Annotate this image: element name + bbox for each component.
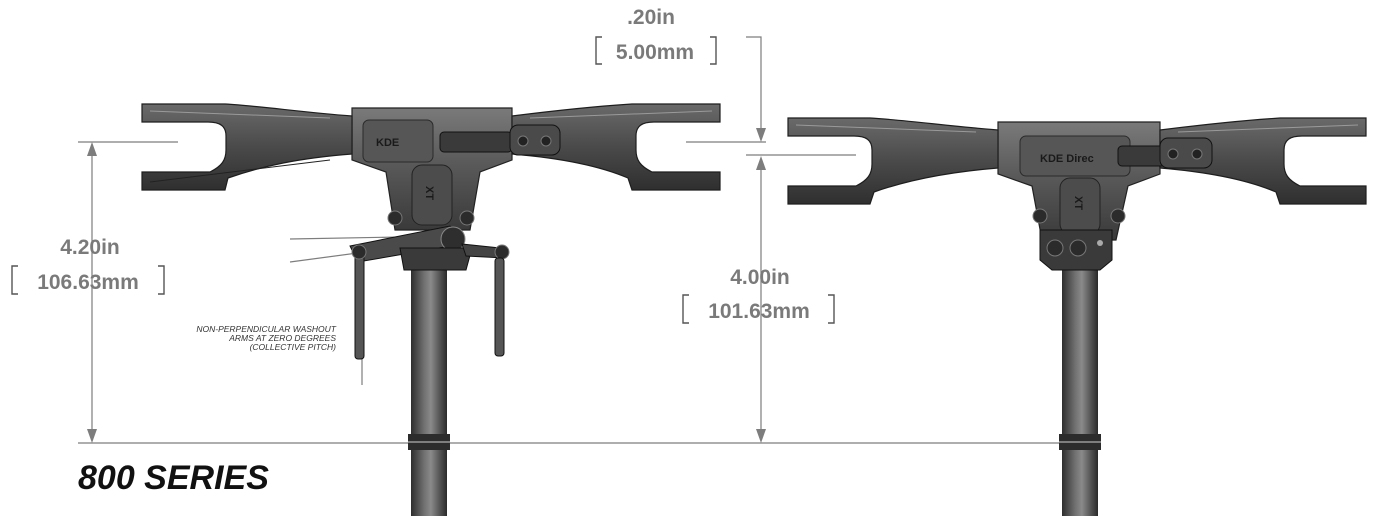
right-link-bolt-1 xyxy=(1167,148,1179,160)
left-grip-right-edge-top xyxy=(529,110,713,119)
left-grip-left xyxy=(141,103,353,191)
left-height-arrow-top xyxy=(87,142,97,156)
left-link-arm xyxy=(439,131,513,153)
dimension-lines xyxy=(78,36,1095,444)
right-mm-bracket-left xyxy=(682,294,689,324)
left-grip-left-edge-bottom xyxy=(149,159,331,183)
left-pitch-link-left-ball xyxy=(351,244,367,260)
right-height-dimension: 4.00in 101.63mm xyxy=(682,266,835,324)
left-hub-brand-text: KDE xyxy=(376,137,399,149)
washout-note-line-1: NON-PERPENDICULAR WASHOUT xyxy=(196,324,336,334)
left-link-bolt-2 xyxy=(540,135,552,147)
right-link-bolt-2 xyxy=(1191,148,1203,160)
left-grip-left-edge-top xyxy=(149,110,331,119)
left-link-ball xyxy=(509,124,561,156)
left-hub-center-plate xyxy=(362,119,434,163)
washout-note-line-3: (COLLECTIVE PITCH) xyxy=(250,342,337,352)
left-washout-base xyxy=(399,247,473,271)
left-height-mm-label: 106.63mm xyxy=(37,271,139,294)
right-hub-side-bolt-2 xyxy=(1110,208,1126,224)
right-hub-bolt-2 xyxy=(1069,239,1087,257)
right-height-arrow-bottom xyxy=(756,429,766,443)
left-hub-bolt-2 xyxy=(459,210,475,226)
right-hub-vertical-text: XT xyxy=(1072,196,1084,210)
right-rotor-head: KDE Direc XT xyxy=(787,117,1367,516)
right-grip-left-edge-top xyxy=(795,124,977,133)
right-hub-bolt-1 xyxy=(1046,239,1064,257)
left-pitch-link-right xyxy=(494,257,505,357)
series-label: 800 SERIES xyxy=(78,459,269,497)
offset-leader-line xyxy=(746,36,762,138)
left-pitch-link-left xyxy=(354,254,365,360)
left-height-arrow-bottom xyxy=(87,429,97,443)
left-hub-vertical-text: XT xyxy=(423,186,435,200)
right-height-mm-label: 101.63mm xyxy=(708,300,810,323)
left-grip-right xyxy=(511,103,721,191)
right-height-inch-label: 4.00in xyxy=(730,266,790,289)
left-main-shaft xyxy=(411,262,447,516)
offset-mm-bracket-left xyxy=(595,36,602,65)
washout-note-line-2: ARMS AT ZERO DEGREES xyxy=(228,333,336,343)
right-grip-right-edge-top xyxy=(1177,124,1359,133)
left-mm-bracket-left xyxy=(11,265,18,295)
offset-mm-bracket-right xyxy=(710,36,717,65)
right-height-arrow-top xyxy=(756,156,766,170)
right-hub-side-bolt-1 xyxy=(1032,208,1048,224)
offset-mm-label: 5.00mm xyxy=(616,41,694,64)
left-hub-bolt-1 xyxy=(387,210,403,226)
right-grip-left xyxy=(787,117,999,205)
offset-arrow xyxy=(756,128,766,142)
right-grip-right xyxy=(1159,117,1367,205)
left-rotor-head: KDE XT xyxy=(141,103,721,516)
washout-note: NON-PERPENDICULAR WASHOUT ARMS AT ZERO D… xyxy=(196,324,336,352)
left-washout-pivot xyxy=(440,226,466,252)
right-mm-bracket-right xyxy=(828,294,835,324)
right-link-ball xyxy=(1159,137,1213,169)
right-hub-bolt-3 xyxy=(1097,240,1103,246)
left-mm-bracket-right xyxy=(158,265,165,295)
left-link-bolt-1 xyxy=(517,135,529,147)
offset-dimension: .20in 5.00mm xyxy=(595,6,717,65)
offset-inch-label: .20in xyxy=(627,6,675,29)
left-height-inch-label: 4.20in xyxy=(60,236,120,259)
right-hub-brand-text: KDE Direc xyxy=(1040,153,1094,165)
left-washout-right-bolt xyxy=(494,244,510,260)
left-hub-vertical-slot xyxy=(411,164,453,226)
right-main-shaft xyxy=(1062,262,1098,516)
left-height-dimension: 4.20in 106.63mm xyxy=(11,236,165,295)
